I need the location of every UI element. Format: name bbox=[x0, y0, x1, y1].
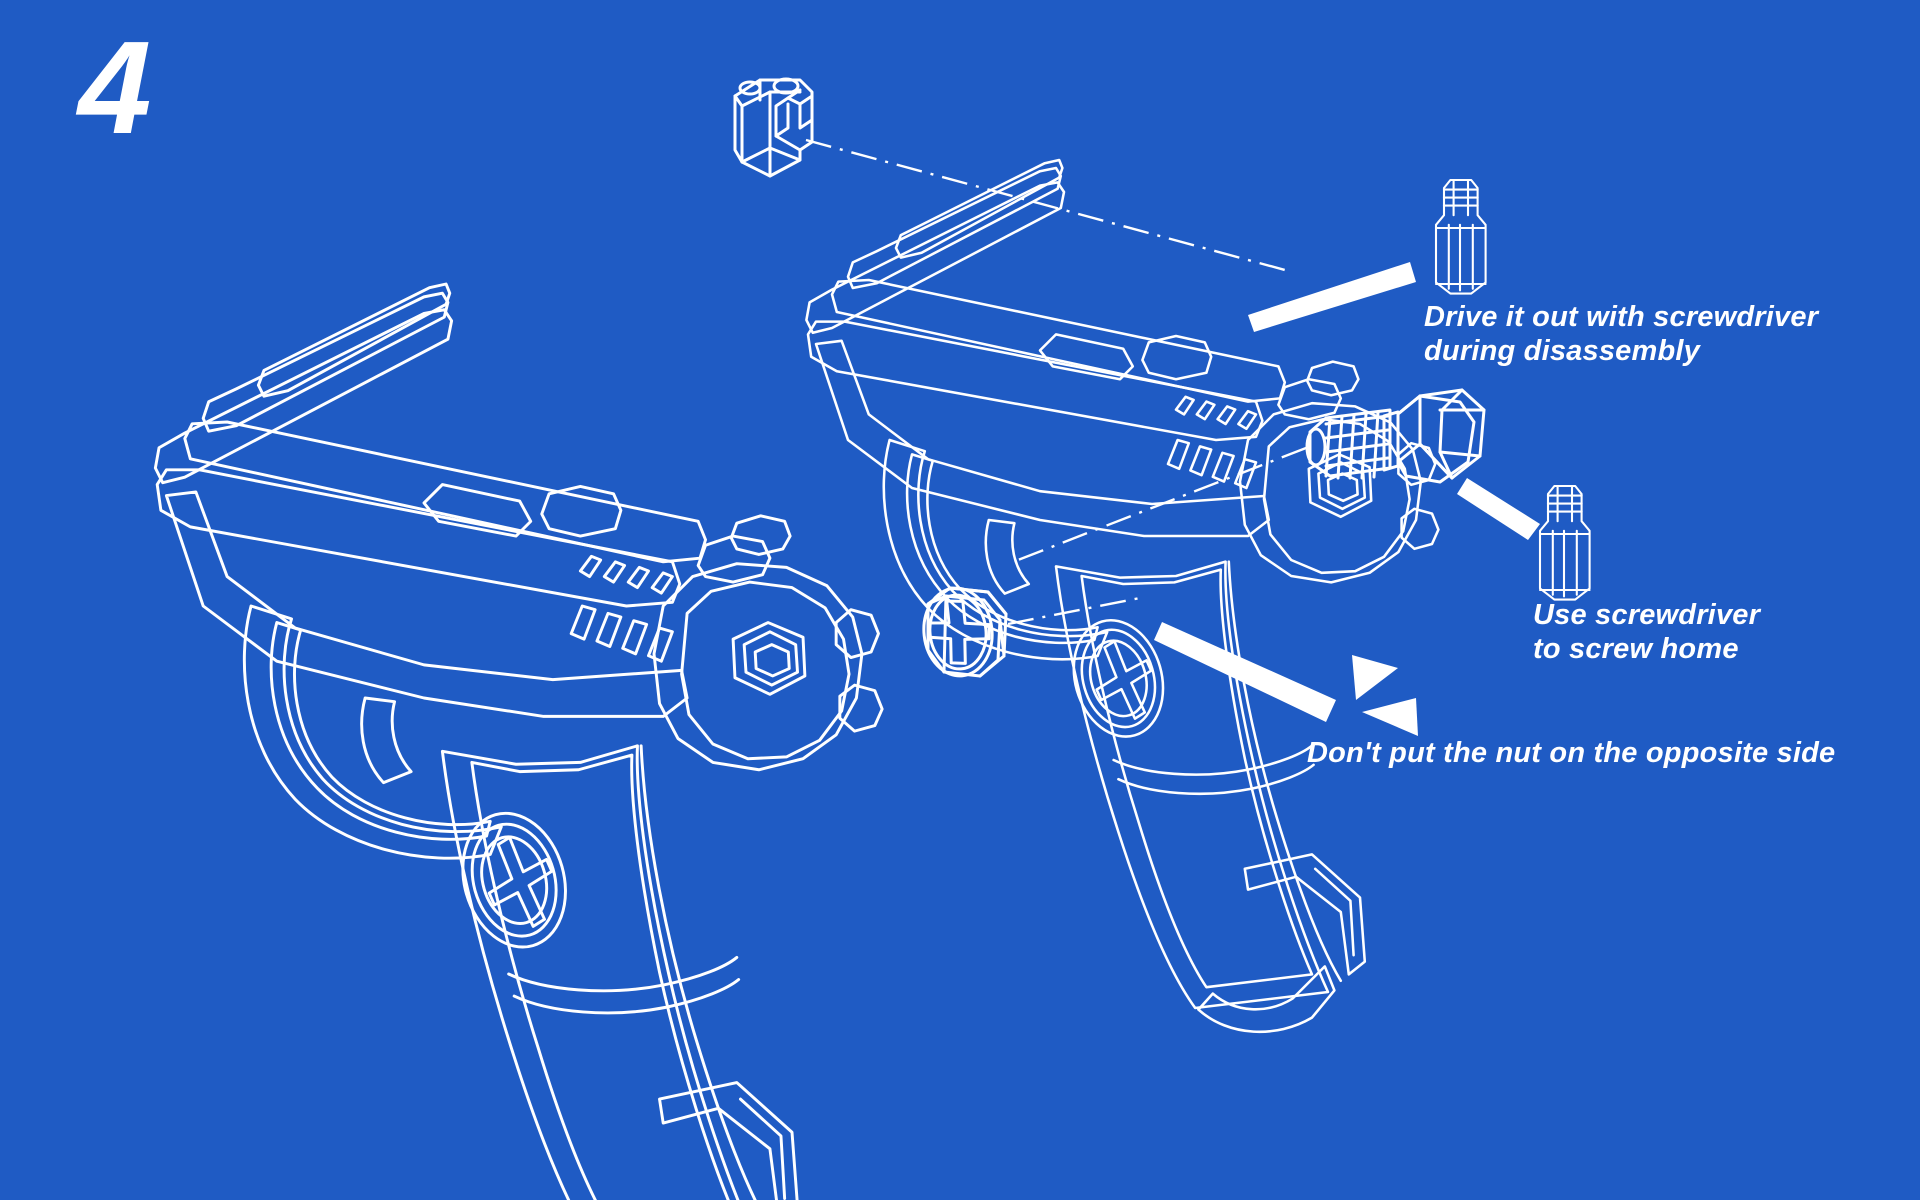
pointer-bar-screw-home bbox=[1457, 478, 1540, 540]
callout-no-opposite-line1: Don't put the nut on the opposite side bbox=[1307, 737, 1836, 769]
callout-screw-home-line1: Use screwdriver bbox=[1533, 599, 1761, 631]
callout-drive-out: Drive it out with screwdriver during dis… bbox=[1424, 300, 1818, 368]
pointer-bar-drive-out bbox=[1248, 262, 1416, 332]
callout-screw-home-line2: to screw home bbox=[1533, 633, 1739, 666]
hex-nut-phillips bbox=[922, 586, 1008, 678]
leader-line-nut bbox=[1007, 596, 1141, 626]
screwdriver-bit-icon-drive-out bbox=[1434, 178, 1487, 295]
callout-no-opposite: Don't put the nut on the opposite side bbox=[1307, 736, 1835, 770]
step-number: 4 bbox=[78, 14, 151, 161]
screwdriver-bit-icon-screw-home bbox=[1538, 484, 1591, 601]
leader-line-bolt bbox=[1017, 446, 1307, 562]
callout-drive-out-line2: during disassembly bbox=[1424, 335, 1700, 368]
leader-line-clip bbox=[805, 138, 1286, 272]
callout-drive-out-line1: Drive it out with screwdriver bbox=[1424, 301, 1819, 333]
callout-screw-home: Use screwdriver to screw home bbox=[1533, 598, 1760, 666]
hex-bolt bbox=[1305, 388, 1486, 484]
pistol-assembly-left bbox=[153, 282, 884, 1200]
retainer-clip bbox=[733, 77, 814, 178]
warning-triangles-icon bbox=[1352, 655, 1418, 736]
pointer-bar-no-opposite bbox=[1154, 622, 1336, 722]
